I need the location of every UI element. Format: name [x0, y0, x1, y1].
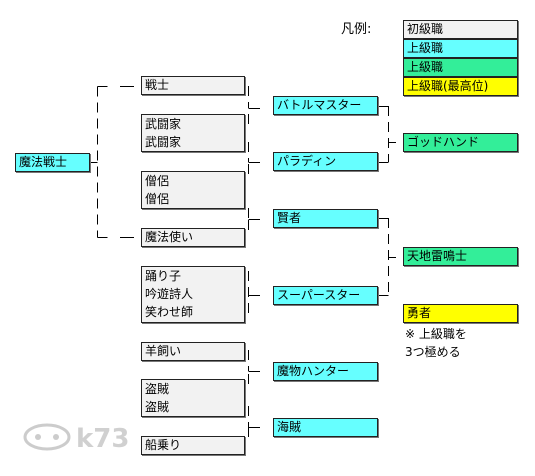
legend-basic-job: 初級職	[403, 20, 518, 39]
root-job-magic-warrior: 魔法戦士	[15, 153, 90, 172]
basic-job-dancer: 踊り子	[145, 269, 182, 283]
basic-job-priest-group: 僧侶 僧侶	[141, 171, 245, 209]
basic-job-thief: 盗賊	[145, 382, 170, 396]
watermark-text: k73	[76, 424, 130, 454]
basic-job-warrior: 戦士	[141, 76, 245, 95]
highest-job-hero: 勇者	[403, 304, 518, 323]
hero-note-line1: ※ 上級職を	[405, 327, 467, 341]
upper-job-sage: 賢者	[273, 209, 378, 228]
basic-job-martial-artist-group: 武闘家 武闘家	[141, 114, 245, 152]
basic-job-shepherd: 羊飼い	[141, 342, 245, 361]
basic-job-thief-group: 盗賊 盗賊	[141, 379, 245, 417]
upper-job-monster-hunter: 魔物ハンター	[273, 362, 378, 381]
basic-job-priest: 僧侶	[145, 192, 170, 206]
upper-job-battle-master: バトルマスター	[273, 96, 378, 115]
basic-job-martial-artist: 武闘家	[145, 117, 182, 131]
hero-note-line2: 3つ極める	[405, 345, 461, 359]
basic-job-mage: 魔法使い	[141, 228, 245, 247]
upper-job-superstar: スーパースター	[273, 286, 378, 305]
basic-job-martial-artist: 武闘家	[145, 135, 182, 149]
legend-upper-job-green: 上級職	[403, 58, 518, 77]
basic-job-priest: 僧侶	[145, 174, 170, 188]
basic-job-bard: 吟遊詩人	[145, 287, 194, 301]
basic-job-sailor: 船乗り	[141, 436, 245, 455]
top-job-god-hand: ゴッドハンド	[403, 133, 518, 152]
upper-job-paladin: パラディン	[273, 152, 378, 171]
watermark-gamepad-icon	[23, 423, 71, 451]
basic-job-thief: 盗賊	[145, 400, 170, 414]
legend-upper-job: 上級職	[403, 39, 518, 58]
legend-highest-job: 上級職(最高位)	[403, 77, 518, 96]
legend-title: 凡例:	[341, 22, 372, 37]
top-job-tenchi-raimeishi: 天地雷鳴士	[403, 247, 518, 266]
basic-job-performer-group: 踊り子 吟遊詩人 笑わせ師	[141, 266, 245, 323]
basic-job-jester: 笑わせ師	[145, 305, 194, 319]
upper-job-pirate: 海賊	[273, 418, 378, 437]
